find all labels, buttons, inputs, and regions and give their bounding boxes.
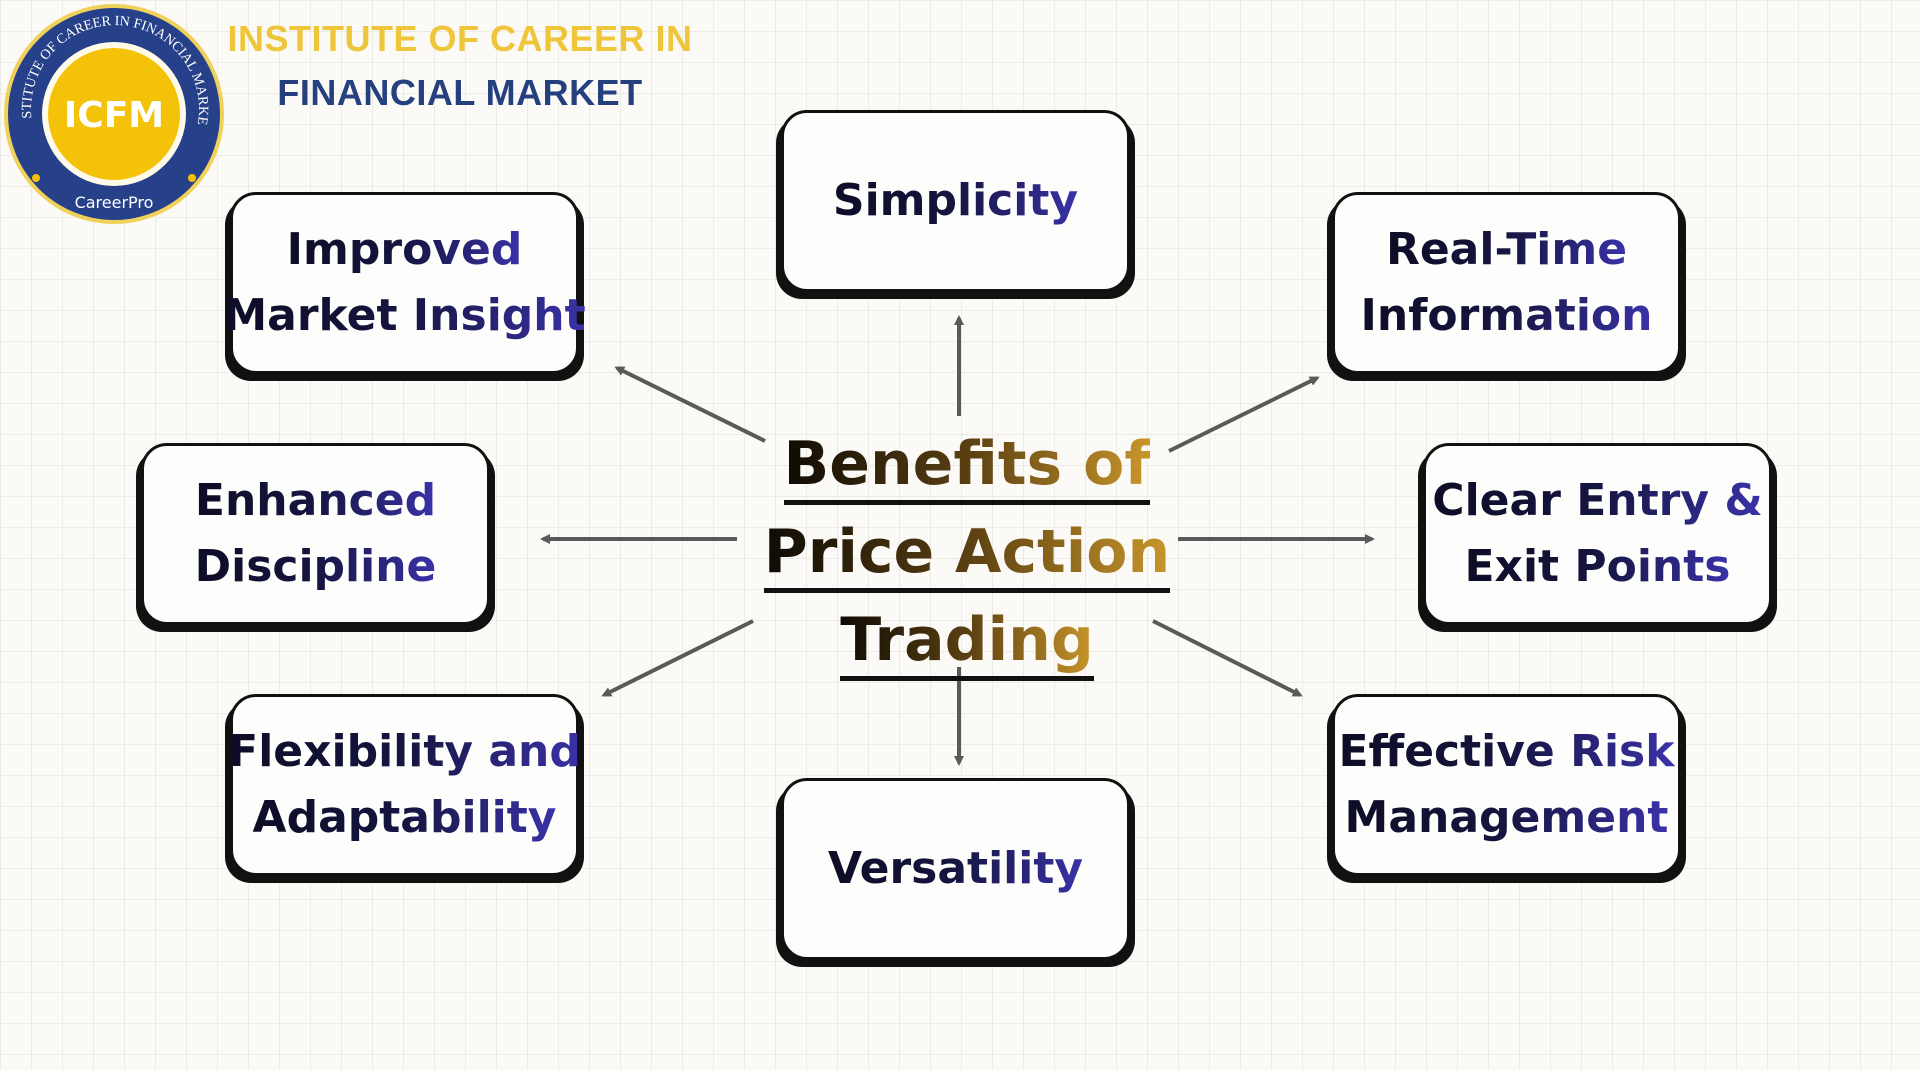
benefit-label: Flexibility and [228,719,581,785]
benefit-versatility: Versatility [781,778,1130,960]
benefit-flexibility-adaptability: Flexibility and Adaptability [228,694,581,876]
diagram-title: Benefits of Price Action Trading [720,420,1214,684]
benefit-label: Effective Risk [1339,719,1675,785]
title-line-2: Price Action [763,516,1171,593]
benefit-label: Management [1345,785,1669,851]
benefit-clear-entry-exit: Clear Entry & Exit Points [1423,443,1772,625]
arrow-lower-left [601,619,754,697]
benefit-label: Real-Time [1386,217,1627,283]
benefit-label: Information [1361,283,1653,349]
benefit-label: Exit Points [1465,534,1731,600]
benefit-label: Simplicity [833,168,1078,234]
benefit-enhanced-discipline: Enhanced Discipline [141,443,490,625]
benefit-label: Improved [287,217,523,283]
icfm-logo: INSTITUTE OF CAREER IN FINANCIAL MARKET … [2,2,224,224]
title-line-1: Benefits of [783,428,1151,505]
arrow-upper-left [614,366,766,443]
logo-bottom-text: CareerPro [75,193,154,212]
benefit-simplicity: Simplicity [781,110,1130,292]
benefit-label: Enhanced [195,468,436,534]
header-line-2: FINANCIAL MARKET [277,72,643,113]
benefit-improved-market-insight: Improved Market Insight [223,192,586,374]
header-line-1: INSTITUTE OF CAREER IN [227,18,693,59]
logo-center-text: ICFM [64,95,164,136]
benefit-label: Market Insight [223,283,585,349]
title-line-3: Trading [840,604,1094,681]
benefit-label: Versatility [828,836,1083,902]
arrow-lower-right [1152,619,1303,697]
benefit-label: Discipline [195,534,437,600]
arrow-upper-right [1168,376,1320,453]
benefit-real-time-information: Real-Time Information [1332,192,1681,374]
benefit-effective-risk-management: Effective Risk Management [1332,694,1681,876]
benefit-label: Adaptability [253,785,557,851]
benefit-label: Clear Entry & [1432,468,1762,534]
